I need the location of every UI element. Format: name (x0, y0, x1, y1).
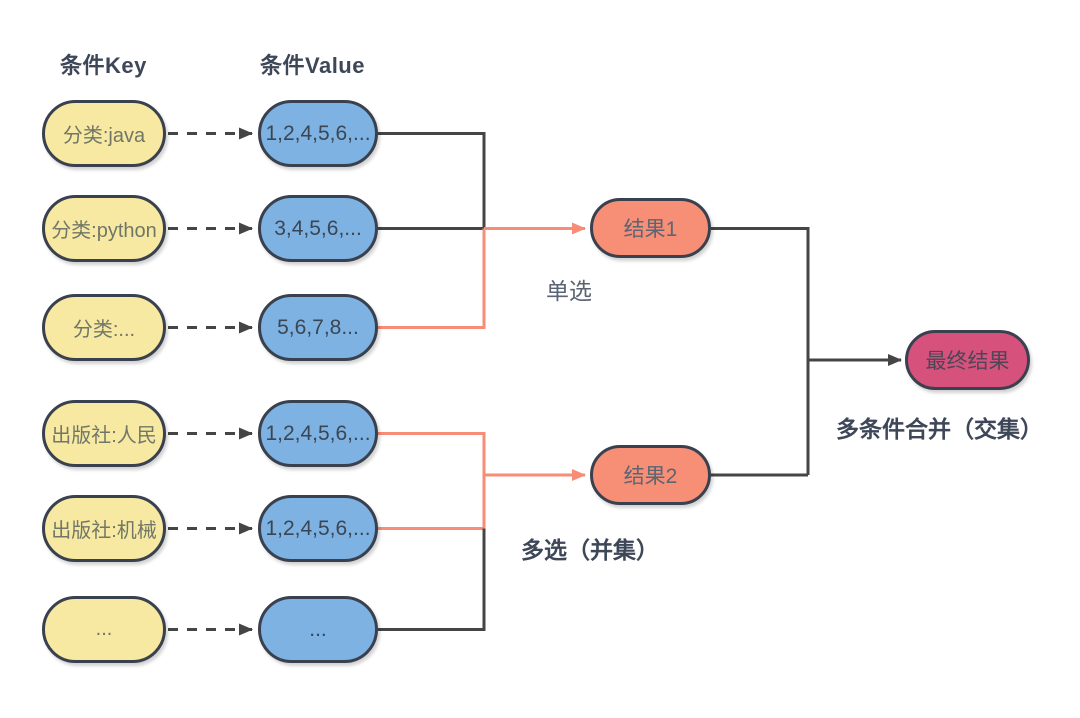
value-node-2: 3,4,5,6,... (258, 195, 378, 262)
label-merge-intersection: 多条件合并（交集） (836, 416, 1043, 442)
value-node-6: ... (258, 596, 378, 663)
key-node-label: 分类:python (51, 220, 157, 242)
value-node-label: 1,2,4,5,6,... (265, 121, 371, 145)
key-node-2: 分类:python (42, 195, 166, 262)
dashed-arrow-group (168, 127, 253, 636)
final-result-label: 最终结果 (925, 350, 1010, 373)
value-node-label: 1,2,4,5,6,... (265, 516, 371, 540)
label-multi-select-union: 多选（并集） (521, 537, 659, 563)
value-node-1: 1,2,4,5,6,... (258, 100, 378, 167)
result-node-label: 结果2 (623, 465, 678, 488)
value-node-label: ... (309, 617, 327, 641)
column-header-value: 条件Value (260, 53, 365, 78)
key-node-label: ... (95, 618, 113, 640)
value-node-label: 1,2,4,5,6,... (265, 421, 371, 445)
key-node-5: 出版社:机械 (42, 495, 166, 562)
result-node-2: 结果2 (590, 445, 711, 505)
value-node-3: 5,6,7,8... (258, 294, 378, 361)
connector-upper-accent (378, 228, 486, 329)
result-node-label: 结果1 (623, 218, 678, 241)
key-node-3: 分类:... (42, 294, 166, 361)
connector-upper-dark (378, 132, 486, 230)
key-node-4: 出版社:人民 (42, 400, 166, 467)
key-node-6: ... (42, 596, 166, 663)
label-single-select: 单选 (546, 278, 592, 304)
column-header-key: 条件Key (60, 53, 147, 78)
key-node-label: 出版社:人民 (51, 425, 157, 447)
connector-lower-accent (378, 432, 486, 530)
result-node-1: 结果1 (590, 198, 711, 258)
key-node-1: 分类:java (42, 100, 166, 167)
value-node-label: 5,6,7,8... (277, 315, 359, 339)
value-node-5: 1,2,4,5,6,... (258, 495, 378, 562)
key-node-label: 分类:java (62, 125, 146, 147)
value-node-label: 3,4,5,6,... (274, 216, 362, 240)
key-node-label: 分类:... (72, 319, 136, 341)
value-node-4: 1,2,4,5,6,... (258, 400, 378, 467)
connector-results-merge (711, 227, 810, 477)
key-node-label: 出版社:机械 (51, 520, 157, 542)
final-result-node: 最终结果 (905, 330, 1030, 390)
connector-lower-dark (378, 528, 486, 631)
